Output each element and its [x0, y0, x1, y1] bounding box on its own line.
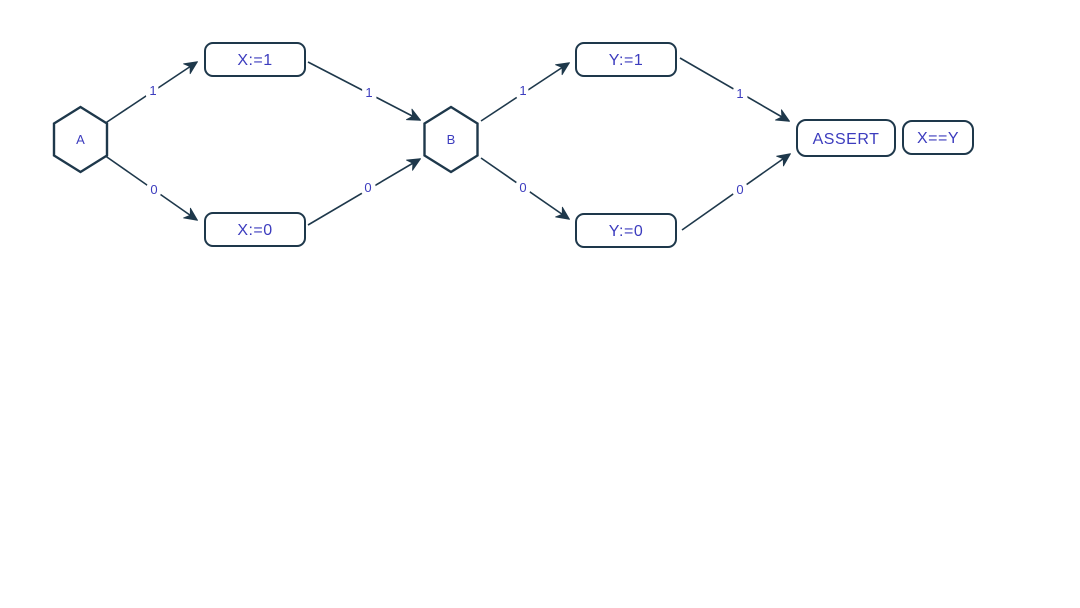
node-label: X:=1	[237, 52, 272, 69]
rect-shape	[575, 213, 677, 248]
edge-a-to-x0	[103, 154, 198, 221]
node-assert: ASSERT	[796, 119, 896, 157]
edge-label: 0	[736, 182, 743, 197]
edge-label: 1	[736, 86, 743, 101]
node-label: X==Y	[917, 130, 959, 147]
node-label: B	[447, 132, 456, 147]
node-label: X:=0	[237, 222, 272, 239]
edge-x1-to-b	[307, 61, 421, 121]
node-branch-a: A	[52, 105, 109, 174]
edge-y0-to-assert	[681, 153, 791, 231]
node-label: A	[76, 132, 85, 147]
rect-shape	[575, 42, 677, 77]
edge-label: 0	[519, 180, 526, 195]
node-assign-x-0: X:=0	[204, 212, 306, 247]
edge-x0-to-b	[307, 158, 421, 226]
node-assert-condition: X==Y	[902, 120, 974, 155]
edge-b-to-y1	[480, 62, 570, 122]
edge-label: 1	[149, 83, 156, 98]
node-assign-y-0: Y:=0	[575, 213, 677, 248]
hexagon-shape	[423, 105, 479, 174]
node-assign-x-1: X:=1	[204, 42, 306, 77]
rect-shape	[902, 120, 974, 155]
node-assign-y-1: Y:=1	[575, 42, 677, 77]
rect-shape	[204, 42, 306, 77]
rect-shape	[204, 212, 306, 247]
edge-label: 1	[365, 85, 372, 100]
node-label: Y:=0	[609, 223, 643, 240]
node-label: ASSERT	[813, 131, 880, 148]
edge-label: 0	[364, 180, 371, 195]
hexagon-shape	[52, 105, 109, 174]
edge-y1-to-assert	[679, 57, 790, 122]
edge-label: 0	[150, 182, 157, 197]
edges-layer	[103, 57, 791, 231]
edge-a-to-x1	[103, 61, 198, 125]
edge-label: 1	[519, 83, 526, 98]
node-label: Y:=1	[609, 52, 643, 69]
edge-b-to-y0	[480, 157, 570, 220]
rect-shape	[796, 119, 896, 157]
node-branch-b: B	[423, 105, 479, 174]
